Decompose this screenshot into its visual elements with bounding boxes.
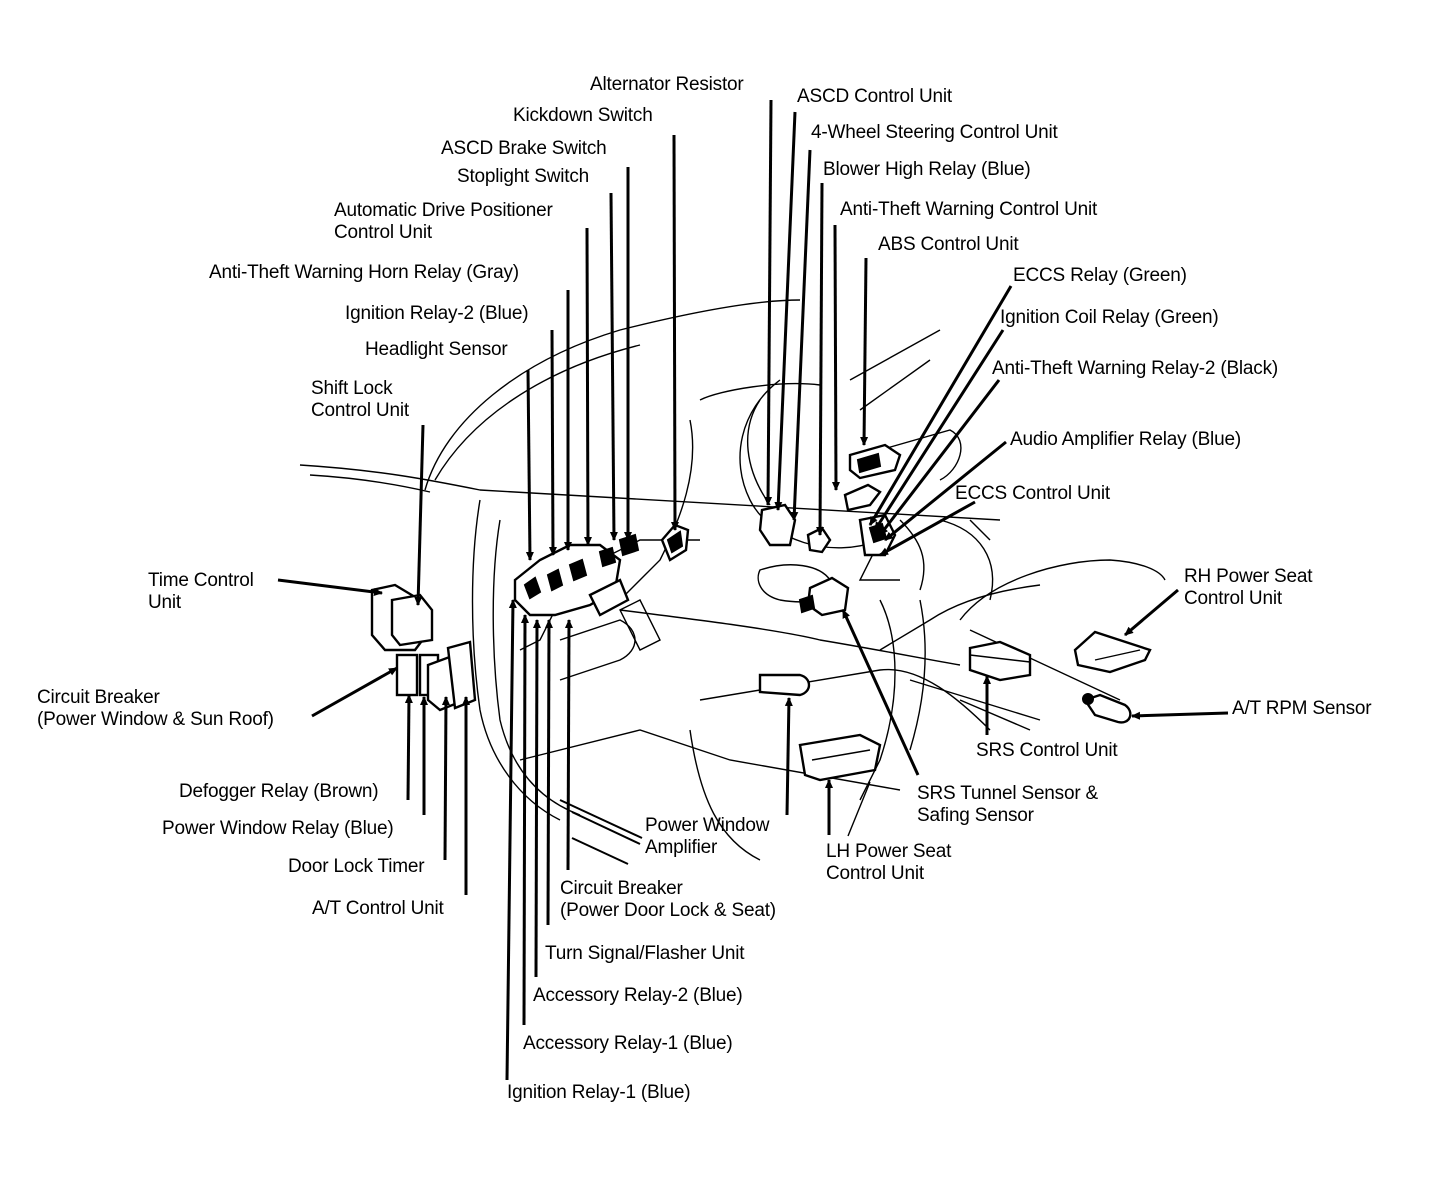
label-circuit-breaker-power-window: Circuit Breaker (Power Window & Sun Roof… <box>37 687 274 731</box>
srs-tunnel-sensor-shape <box>806 576 850 617</box>
label-kickdown-switch: Kickdown Switch <box>513 105 653 126</box>
label-srs-control-unit: SRS Control Unit <box>976 740 1118 761</box>
label-line-1: Circuit Breaker <box>560 878 683 899</box>
label-door-lock-timer: Door Lock Timer <box>288 856 425 877</box>
label-abs-control-unit: ABS Control Unit <box>878 234 1019 255</box>
label-line-1: SRS Tunnel Sensor & <box>917 783 1099 804</box>
label-line-2: Control Unit <box>826 863 924 884</box>
label-srs-tunnel-safing-sensor: SRS Tunnel Sensor & Safing Sensor <box>917 783 1098 827</box>
label-line-2: Amplifier <box>645 837 718 858</box>
label-power-window-amplifier: Power Window Amplifier <box>645 815 770 859</box>
relay-box-shape <box>588 578 630 617</box>
label-line-1: Power Window <box>645 815 770 836</box>
label-line-1: Shift Lock <box>311 378 393 399</box>
power-window-amplifier-shape <box>758 673 811 697</box>
label-circuit-breaker-door-lock: Circuit Breaker (Power Door Lock & Seat) <box>560 878 776 922</box>
label-line-1: RH Power Seat <box>1184 566 1313 587</box>
car-body-outline <box>299 299 1166 861</box>
label-line-2: (Power Door Lock & Seat) <box>560 900 776 921</box>
label-line-2: Unit <box>148 592 181 613</box>
label-accessory-relay-2: Accessory Relay-2 (Blue) <box>533 985 743 1006</box>
label-alternator-resistor: Alternator Resistor <box>590 74 744 95</box>
label-headlight-sensor: Headlight Sensor <box>365 339 508 360</box>
anti-theft-control-unit-shape <box>843 483 882 512</box>
leader-lines <box>277 99 1229 1081</box>
label-time-control-unit: Time Control Unit <box>148 570 254 614</box>
label-line-2: Control Unit <box>334 222 432 243</box>
label-shift-lock-control-unit: Shift Lock Control Unit <box>311 378 409 422</box>
label-ignition-coil-relay: Ignition Coil Relay (Green) <box>1000 307 1219 328</box>
at-rpm-sensor-shape <box>1083 693 1132 724</box>
label-line-2: (Power Window & Sun Roof) <box>37 709 274 730</box>
shift-lock-control-unit-shape <box>390 593 434 647</box>
label-automatic-drive-positioner: Automatic Drive Positioner Control Unit <box>334 200 553 244</box>
label-line-2: Safing Sensor <box>917 805 1034 826</box>
label-anti-theft-horn-relay: Anti-Theft Warning Horn Relay (Gray) <box>209 262 519 283</box>
at-control-unit-shape <box>446 640 477 710</box>
circuit-breaker-pw-shape <box>395 653 419 697</box>
label-power-window-relay: Power Window Relay (Blue) <box>162 818 394 839</box>
label-at-control-unit: A/T Control Unit <box>312 898 444 919</box>
label-line-1: Automatic Drive Positioner <box>334 200 553 221</box>
label-at-rpm-sensor: A/T RPM Sensor <box>1232 698 1372 719</box>
label-ignition-relay-2: Ignition Relay-2 (Blue) <box>345 303 529 324</box>
label-rh-power-seat-control-unit: RH Power Seat Control Unit <box>1184 566 1313 610</box>
label-eccs-control-unit: ECCS Control Unit <box>955 483 1110 504</box>
label-blower-high-relay: Blower High Relay (Blue) <box>823 159 1031 180</box>
rh-power-seat-unit-shape <box>1073 630 1152 674</box>
ascd-control-unit-shape <box>758 503 797 547</box>
component-shapes <box>370 443 1152 782</box>
label-turn-signal-flasher: Turn Signal/Flasher Unit <box>545 943 745 964</box>
lh-power-seat-unit-shape <box>798 733 882 782</box>
label-line-1: Time Control <box>148 570 254 591</box>
label-audio-amplifier-relay: Audio Amplifier Relay (Blue) <box>1010 429 1241 450</box>
label-line-1: Circuit Breaker <box>37 687 160 708</box>
label-line-2: Control Unit <box>311 400 409 421</box>
label-anti-theft-control-unit: Anti-Theft Warning Control Unit <box>840 199 1098 220</box>
label-stoplight-switch: Stoplight Switch <box>457 166 589 187</box>
label-line-1: LH Power Seat <box>826 841 952 862</box>
label-ascd-control-unit: ASCD Control Unit <box>797 86 952 107</box>
label-eccs-relay: ECCS Relay (Green) <box>1013 265 1187 286</box>
label-anti-theft-relay-2: Anti-Theft Warning Relay-2 (Black) <box>992 358 1279 379</box>
label-line-2: Control Unit <box>1184 588 1282 609</box>
label-accessory-relay-1: Accessory Relay-1 (Blue) <box>523 1033 733 1054</box>
label-4wheel-steering-control-unit: 4-Wheel Steering Control Unit <box>811 122 1058 143</box>
label-ascd-brake-switch: ASCD Brake Switch <box>441 138 607 159</box>
label-defogger-relay: Defogger Relay (Brown) <box>179 781 379 802</box>
label-ignition-relay-1: Ignition Relay-1 (Blue) <box>507 1082 691 1103</box>
label-lh-power-seat-control-unit: LH Power Seat Control Unit <box>826 841 951 885</box>
srs-control-unit-shape <box>968 640 1032 682</box>
